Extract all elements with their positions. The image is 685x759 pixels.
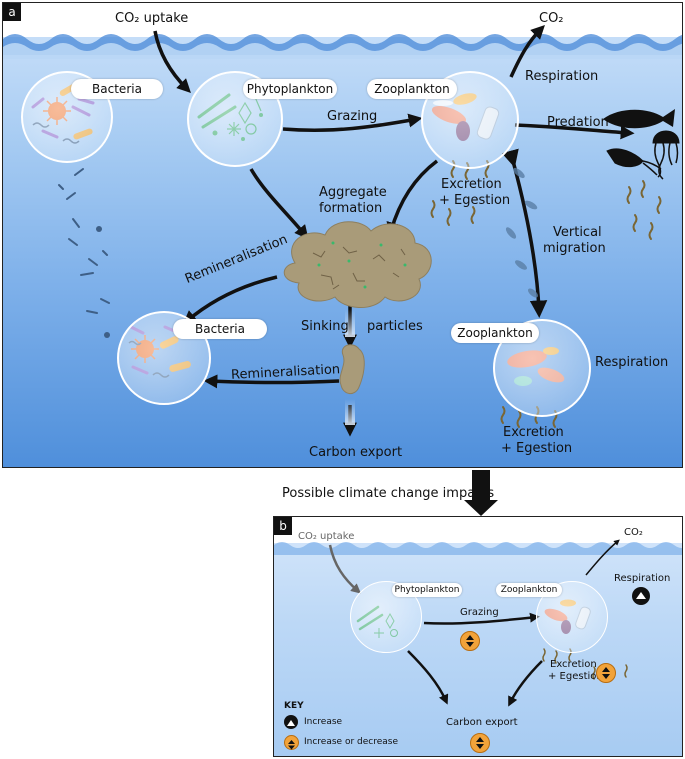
respiration-increase-badge bbox=[632, 587, 650, 605]
sinking-fade-lower bbox=[345, 399, 355, 425]
arrows-b bbox=[328, 539, 620, 707]
panel-b-label: b bbox=[274, 517, 292, 535]
co2-out-label: CO₂ bbox=[539, 11, 564, 26]
surface-wave-b bbox=[274, 542, 682, 555]
fecal-pellets bbox=[430, 160, 662, 428]
key-title: KEY bbox=[284, 701, 304, 711]
predation-label: Predation bbox=[547, 115, 609, 130]
jellyfish-icon bbox=[652, 130, 680, 180]
excretion-bottom-label-2: + Egestion bbox=[501, 441, 573, 456]
arrow-excretion-to-aggregate bbox=[386, 159, 439, 237]
zooplankton-bottom-circle bbox=[493, 319, 591, 417]
key-increase-icon bbox=[284, 715, 298, 729]
bacteria-trail bbox=[58, 168, 110, 338]
arrow-co2-uptake bbox=[153, 30, 191, 93]
respiration-top-label: Respiration bbox=[525, 69, 599, 84]
arrow-b-co2-uptake bbox=[328, 544, 362, 594]
migrating-zooplankton bbox=[505, 167, 538, 298]
excretion-change-badge bbox=[596, 663, 616, 683]
carbon-export-b-label: Carbon export bbox=[446, 717, 518, 728]
respiration-bottom-label: Respiration bbox=[595, 355, 669, 370]
sinking-fade-upper bbox=[345, 309, 355, 337]
panel-a: a bbox=[2, 2, 683, 468]
phytoplankton-b-pill: Phytoplankton bbox=[392, 583, 462, 597]
arrow-vertical-migration bbox=[501, 148, 548, 318]
excretion-b-label-2: + Egestion bbox=[548, 671, 603, 682]
arrow-respiration-co2 bbox=[509, 25, 545, 78]
arrow-b-zoo-export bbox=[508, 660, 543, 707]
key-increase-decrease-icon bbox=[284, 735, 299, 750]
sinking-label: Sinking bbox=[301, 319, 349, 334]
arrow-b-grazing bbox=[423, 612, 540, 625]
aggregate-formation-label-1: Aggregate bbox=[319, 185, 387, 200]
arrow-remineralisation-bottom bbox=[203, 374, 340, 389]
panel-b: b bbox=[273, 516, 683, 757]
sinking-particle bbox=[339, 344, 365, 394]
key-increase-label: Increase bbox=[304, 717, 343, 727]
sky bbox=[3, 3, 682, 37]
arrow-grazing bbox=[282, 113, 423, 132]
vertical-migration-label-1: Vertical bbox=[553, 225, 602, 240]
surface-wave-light bbox=[3, 43, 682, 59]
zooplankton-b-pill: Zooplankton bbox=[496, 583, 562, 597]
arrow-aggregate-formation bbox=[249, 168, 309, 240]
excretion-top-label-1: Excretion bbox=[441, 177, 502, 192]
co2-uptake-label: CO₂ uptake bbox=[115, 11, 189, 26]
respiration-b-label: Respiration bbox=[614, 573, 671, 584]
panel-a-label: a bbox=[3, 3, 21, 21]
co2-out-b-label: CO₂ bbox=[624, 527, 643, 538]
sky-b bbox=[274, 517, 682, 543]
carbon-export-change-badge bbox=[470, 733, 490, 753]
arrow-b-respiration bbox=[585, 539, 620, 576]
arrow-remineralisation-top bbox=[182, 275, 278, 325]
vertical-migration-label-2: migration bbox=[543, 241, 606, 256]
co2-uptake-b-label: CO₂ uptake bbox=[298, 531, 355, 542]
zooplankton-bottom-pill: Zooplankton bbox=[451, 323, 539, 343]
excretion-bottom-label-1: Excretion bbox=[503, 425, 564, 440]
bacteria-top-pill: Bacteria bbox=[71, 79, 163, 99]
arrow-predation bbox=[514, 123, 635, 140]
excretion-top-label-2: + Egestion bbox=[439, 193, 511, 208]
aggregate-cloud bbox=[283, 221, 432, 309]
grazing-change-badge bbox=[460, 631, 480, 651]
aggregate-formation-label-2: formation bbox=[319, 201, 383, 216]
carbon-export-label: Carbon export bbox=[309, 445, 403, 460]
grazing-b-label: Grazing bbox=[460, 607, 499, 618]
bacteria-bottom-pill: Bacteria bbox=[173, 319, 267, 339]
particles-label: particles bbox=[367, 319, 423, 334]
key-increase-decrease-label: Increase or decrease bbox=[304, 737, 398, 747]
zooplankton-top-pill: Zooplankton bbox=[367, 79, 457, 99]
phytoplankton-pill: Phytoplankton bbox=[243, 79, 337, 99]
arrow-b-phyto-export bbox=[407, 650, 449, 705]
transition-label: Possible climate change impacts bbox=[282, 486, 495, 501]
squid-icon bbox=[606, 148, 662, 176]
grazing-label: Grazing bbox=[327, 109, 378, 124]
fish-icon bbox=[603, 109, 675, 129]
excretion-b-label-1: Excretion bbox=[550, 659, 597, 670]
